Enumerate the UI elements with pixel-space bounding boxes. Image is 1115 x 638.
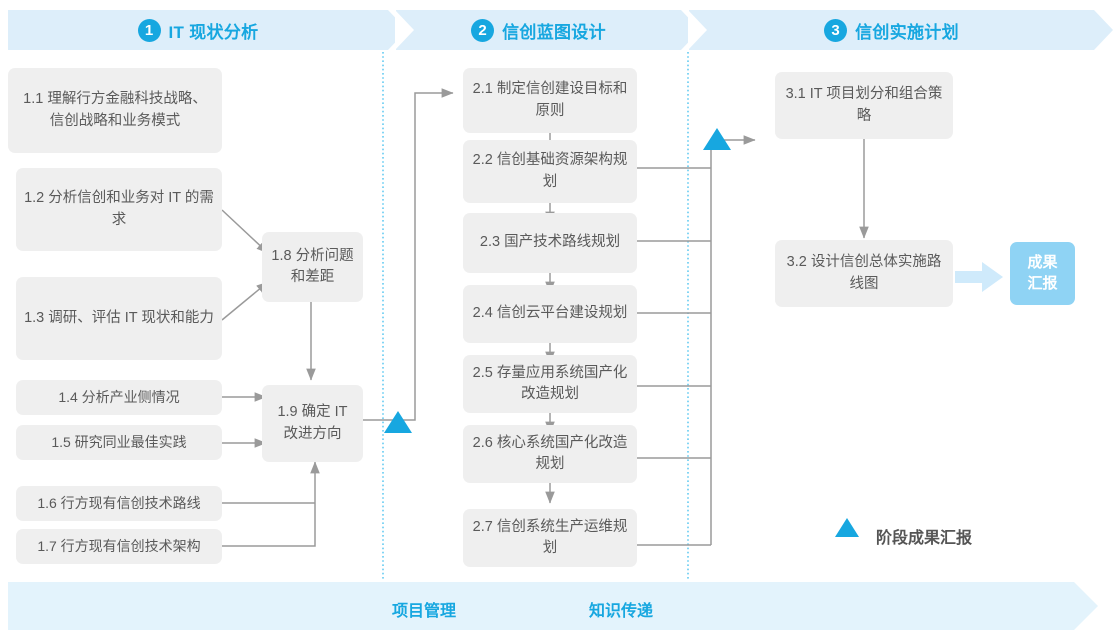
milestone-triangle-icon-1	[384, 411, 412, 433]
chevron-notch-shape	[688, 10, 707, 50]
legend-label: 阶段成果汇报	[876, 530, 973, 547]
phase-banner-1: 1 IT 现状分析	[8, 10, 407, 50]
task-box-1-6[interactable]: 1.6 行方现有信创技术路线	[16, 486, 222, 521]
task-box-2-4[interactable]: 2.4 信创云平台建设规划	[463, 285, 637, 343]
phase-title-3: 信创实施计划	[855, 22, 959, 42]
wire-1_9-to-2_1	[363, 88, 454, 421]
phase-number-badge-1: 1	[137, 18, 161, 42]
phase-title-2: 信创蓝图设计	[502, 22, 606, 42]
task-box-1-4[interactable]: 1.4 分析产业侧情况	[16, 380, 222, 415]
deliverable-report-box[interactable]: 成果 汇报	[1010, 242, 1075, 305]
chevron-right-shape	[1094, 10, 1113, 50]
task-box-3-2[interactable]: 3.2 设计信创总体实施路线图	[775, 240, 953, 307]
task-box-1-1[interactable]: 1.1 理解行方金融科技战略、信创战略和业务模式	[8, 68, 222, 153]
wire-3_2-to-deliverable	[955, 262, 1003, 292]
task-box-2-7[interactable]: 2.7 信创系统生产运维规划	[463, 509, 637, 567]
task-box-2-3[interactable]: 2.3 国产技术路线规划	[463, 213, 637, 273]
ribbon-label-project-management: 项目管理	[392, 603, 457, 620]
task-box-1-5[interactable]: 1.5 研究同业最佳实践	[16, 425, 222, 460]
bottom-ribbon	[8, 582, 1098, 630]
chevron-notch-shape	[395, 10, 414, 50]
task-box-1-3[interactable]: 1.3 调研、评估 IT 现状和能力	[16, 277, 222, 360]
ribbon-arrow-tip	[1074, 582, 1098, 630]
task-box-2-1[interactable]: 2.1 制定信创建设目标和原则	[463, 68, 637, 133]
phase-number-badge-2: 2	[471, 18, 495, 42]
task-box-1-7[interactable]: 1.7 行方现有信创技术架构	[16, 529, 222, 564]
deliverable-line-1: 成果	[1027, 254, 1058, 272]
phase-banner-2: 2 信创蓝图设计	[395, 10, 700, 50]
deliverable-line-2: 汇报	[1027, 274, 1058, 292]
milestone-triangle-icon-2	[703, 128, 731, 150]
legend-triangle-icon	[835, 518, 859, 537]
task-box-3-1[interactable]: 3.1 IT 项目划分和组合策略	[775, 72, 953, 139]
wire-1_7-to-join	[222, 503, 316, 547]
task-box-2-2[interactable]: 2.2 信创基础资源架构规划	[463, 140, 637, 203]
phase-number-badge-3: 3	[824, 18, 848, 42]
task-box-1-2[interactable]: 1.2 分析信创和业务对 IT 的需求	[16, 168, 222, 251]
phase-title-1: IT 现状分析	[168, 22, 259, 42]
ribbon-label-knowledge-transfer: 知识传递	[589, 603, 654, 620]
task-box-2-6[interactable]: 2.6 核心系统国产化改造规划	[463, 425, 637, 483]
task-box-1-9[interactable]: 1.9 确定 IT 改进方向	[262, 385, 363, 462]
task-box-1-8[interactable]: 1.8 分析问题和差距	[262, 232, 363, 302]
phase-banner-3: 3 信创实施计划	[688, 10, 1113, 50]
task-box-2-5[interactable]: 2.5 存量应用系统国产化改造规划	[463, 355, 637, 413]
